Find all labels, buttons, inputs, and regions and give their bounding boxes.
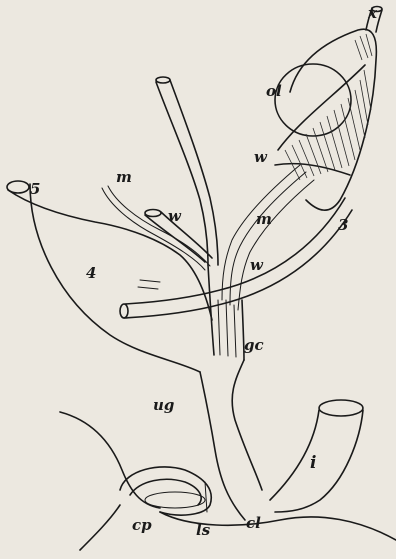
label-3: 3 (338, 216, 348, 234)
label-x: x (367, 4, 378, 22)
label-w-top: w (254, 148, 268, 166)
label-gc: gc (244, 336, 264, 354)
label-ol: ol (266, 82, 282, 100)
label-m-left: m (116, 168, 132, 186)
label-i: i (310, 453, 316, 473)
label-ls: ls (196, 521, 211, 539)
label-ug: ug (153, 396, 174, 414)
label-w-left: w (168, 207, 182, 225)
label-4: 4 (86, 264, 96, 282)
label-cl: cl (246, 514, 261, 532)
label-5: 5 (30, 180, 40, 198)
label-w-mid: w (250, 256, 264, 274)
label-m-mid: m (256, 210, 272, 228)
label-cp: cp (132, 516, 152, 534)
